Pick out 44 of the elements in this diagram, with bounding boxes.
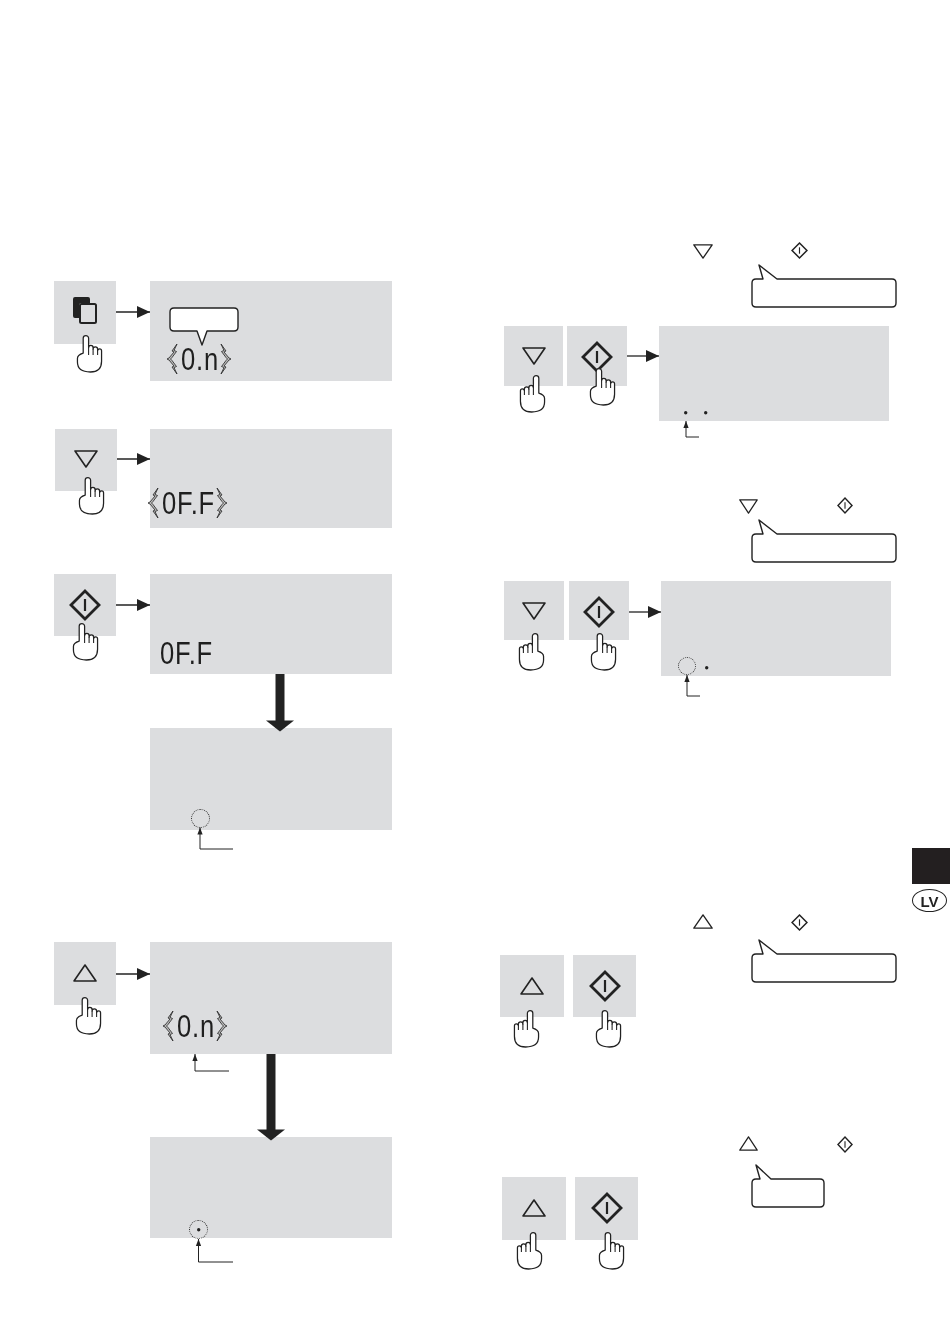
leader-line: [683, 420, 700, 438]
arrow: [115, 968, 151, 980]
display-readout: 0F.F: [160, 637, 213, 669]
button-panel: [573, 955, 636, 1017]
arrow: [115, 599, 151, 611]
display-screen: [150, 574, 392, 674]
button-panel: [502, 1177, 566, 1240]
button-panel: [500, 955, 564, 1017]
arrow: [115, 306, 151, 318]
display-screen: [150, 429, 392, 528]
display-readout: 0.n: [181, 343, 219, 375]
button-panel: [54, 281, 116, 344]
display-readout: 0F.F: [162, 487, 215, 519]
speech-bubble: [169, 307, 240, 346]
speech-bubble: [751, 519, 897, 563]
button-panel: [575, 1177, 638, 1240]
button-panel: [55, 429, 117, 491]
button-panel: [54, 942, 116, 1005]
display-readout: 0.n: [177, 1010, 215, 1042]
display-screen: [661, 581, 891, 676]
language-badge: [912, 889, 947, 912]
display-screen: [150, 281, 392, 381]
display-screen: [150, 942, 392, 1054]
display-screen: [659, 326, 889, 421]
arrow: [628, 606, 662, 618]
leader-line: [195, 1238, 234, 1263]
display-screen: [150, 1137, 392, 1238]
language-code: LV: [919, 893, 940, 910]
button-panel: [504, 326, 563, 386]
display-screen: [150, 728, 392, 830]
button-panel: [567, 326, 627, 386]
arrow: [626, 350, 660, 362]
leader-line: [684, 674, 701, 697]
leader-line: [192, 1053, 230, 1072]
button-panel: [54, 574, 116, 636]
speech-bubble: [751, 264, 897, 308]
button-panel: [504, 581, 564, 640]
speech-bubble: [751, 939, 897, 983]
leader-line: [197, 827, 234, 850]
block-arrow: [257, 1054, 285, 1141]
arrow: [116, 453, 151, 465]
speech-bubble: [751, 1164, 825, 1208]
button-panel: [569, 581, 629, 640]
block-arrow: [266, 674, 294, 732]
